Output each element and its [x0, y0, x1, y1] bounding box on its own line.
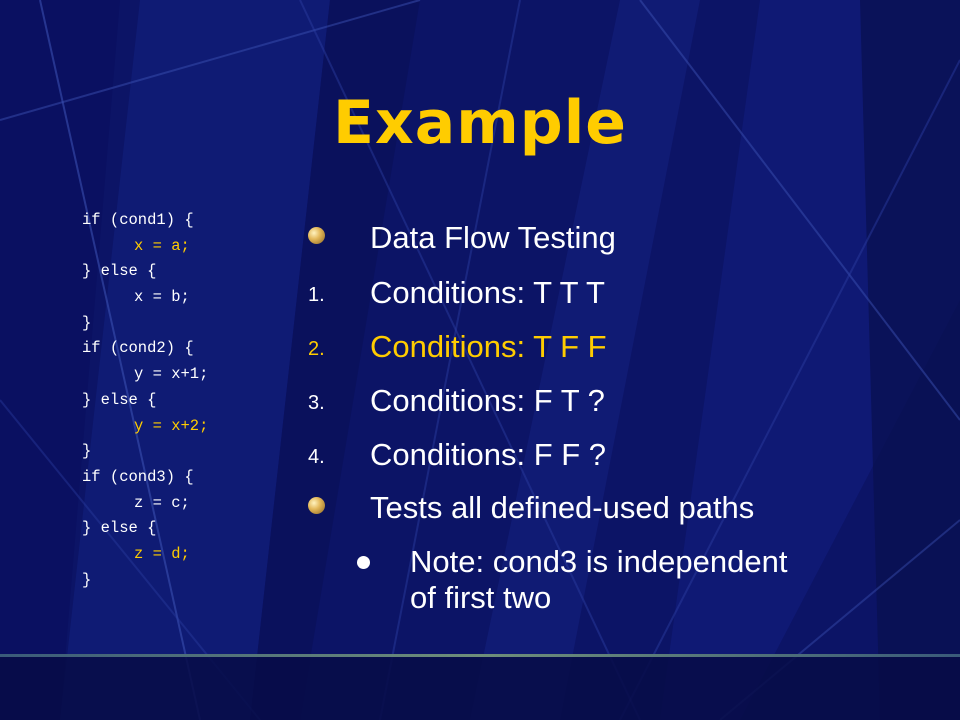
code-line: }	[82, 442, 92, 461]
code-line: z = c;	[134, 493, 190, 512]
code-line: y = x+1;	[134, 365, 209, 384]
bullet-heading: Data Flow Testing	[370, 220, 616, 255]
item-number: 3.	[308, 392, 325, 414]
numbered-item: Conditions: T F F	[370, 329, 607, 364]
bullet-ball-icon	[308, 497, 325, 514]
item-number: 2.	[308, 338, 325, 360]
sub-bullet-dot-icon	[357, 556, 370, 569]
code-line: z = d;	[134, 544, 190, 563]
code-block: if (cond1) { x = a; } else { x = b;} if (con…	[82, 208, 208, 593]
numbered-item: Conditions: F T ?	[370, 383, 605, 418]
code-line: }	[82, 313, 92, 332]
code-line: y = x+2;	[134, 416, 209, 435]
slide-title: Example	[333, 88, 627, 158]
numbered-item: Conditions: F F ?	[370, 437, 607, 472]
numbered-item: Conditions: T T T	[370, 275, 605, 310]
code-line: } else {	[82, 519, 157, 538]
code-line: } else {	[82, 262, 157, 281]
item-number: 4.	[308, 446, 325, 468]
note-text: Note: cond3 is independent of first two	[410, 544, 890, 616]
code-line: if (cond2) {	[82, 339, 194, 358]
bullet-ball-icon	[308, 227, 325, 244]
code-line: x = a;	[134, 236, 190, 255]
footer-divider	[0, 654, 960, 657]
code-line: if (cond3) {	[82, 467, 194, 486]
note-line: of first two	[410, 580, 552, 615]
code-line: if (cond1) {	[82, 211, 194, 229]
code-line: x = b;	[134, 288, 190, 307]
bullet-tests: Tests all defined-used paths	[370, 490, 755, 525]
code-line: } else {	[82, 390, 157, 409]
code-line: }	[82, 570, 92, 589]
note-line: Note: cond3 is independent	[410, 544, 788, 579]
item-number: 1.	[308, 284, 325, 306]
